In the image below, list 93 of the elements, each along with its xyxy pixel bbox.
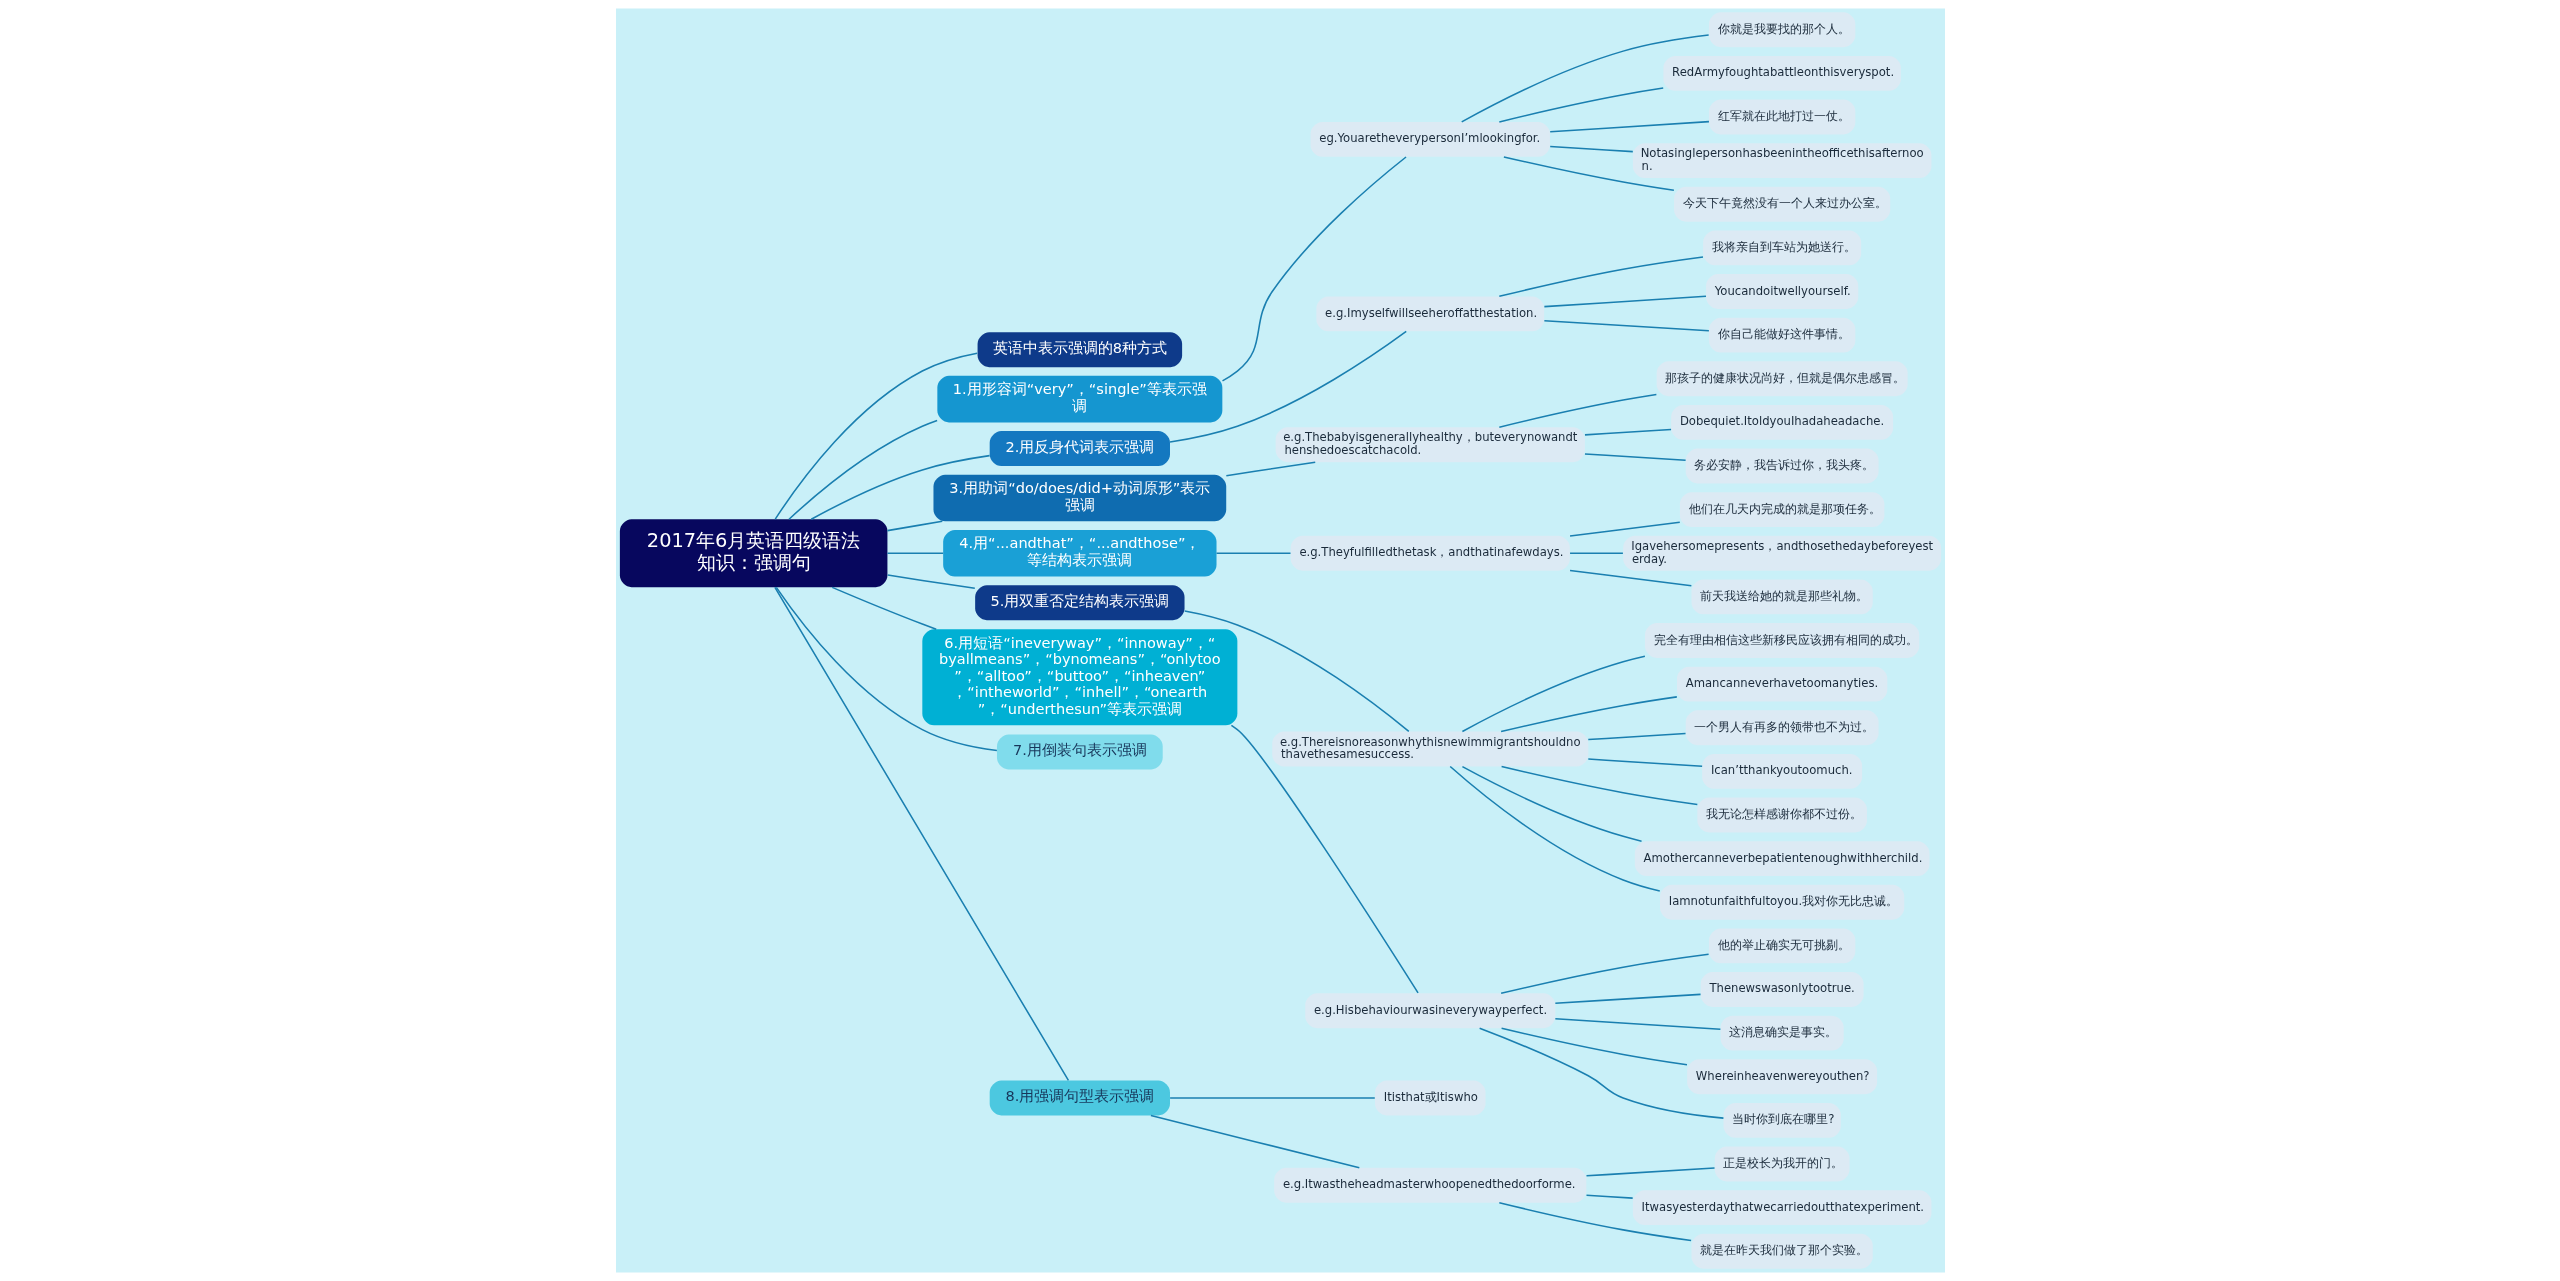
node-box: 他的举止确实无可挑剔。 — [1708, 928, 1855, 964]
connector — [773, 586, 1069, 1082]
connector — [1568, 552, 1624, 555]
node-box: Dobequiet.ItoldyouIhadaheadache. — [1670, 404, 1893, 440]
connector — [1543, 295, 1707, 308]
node-box: Whereinheavenwereyouthen? — [1686, 1059, 1877, 1095]
node-box: e.g.Hisbehaviourwasineverywayperfect. — [1304, 993, 1555, 1029]
node-box: 2017年6月英语四级语法知识：强调句 — [619, 519, 887, 588]
connector — [1568, 569, 1692, 587]
connector — [1583, 453, 1686, 461]
connector — [830, 586, 937, 630]
connector — [1543, 319, 1710, 332]
node-box: Itisthat或Itiswho — [1374, 1080, 1485, 1116]
node-box: eg.YouaretheverypersonI’mlookingfor. — [1310, 121, 1550, 157]
connector — [1554, 993, 1701, 1004]
connector — [1500, 1027, 1688, 1066]
node-box: 正是校长为我开的门。 — [1714, 1146, 1849, 1182]
connector — [1499, 696, 1678, 733]
connector — [1168, 330, 1407, 443]
node-box: 他们在几天内完成的就是那项任务。 — [1679, 492, 1884, 528]
connector — [1168, 1097, 1376, 1099]
node-box: Igavehersomepresents，andthosethedaybeforeyesterday. — [1622, 535, 1941, 571]
connector — [1460, 34, 1709, 123]
connector — [1499, 953, 1709, 995]
connector — [1149, 1114, 1360, 1169]
connector — [1500, 765, 1698, 806]
node-box: 前天我送给她的就是那些礼物。 — [1691, 579, 1873, 615]
node-box: 3.用助词“do/does/did+动词原形”表示强调 — [932, 474, 1226, 522]
connector — [1478, 1027, 1724, 1119]
node-box: e.g.Thereisnoreasonwhythisnewimmigrantshouldnothavethesamesuccess. — [1271, 731, 1588, 767]
node-box: 这消息确实是事实。 — [1720, 1015, 1844, 1051]
connector — [1498, 87, 1664, 123]
connector — [1585, 1167, 1715, 1177]
connector — [1548, 145, 1634, 153]
node-box: Notasinglepersonhasbeenintheofficethisafternoon. — [1632, 143, 1931, 179]
node-box: 4.用“...andthat”，“...andthose”，等结构表示强调 — [942, 530, 1216, 577]
node-box: 7.用倒装句表示强调 — [996, 734, 1163, 770]
node-box: 你自己能做好这件事情。 — [1708, 317, 1855, 353]
node-box: Youcandoitwellyourself. — [1705, 274, 1858, 309]
connector — [1221, 156, 1407, 382]
node-box: 你就是我要找的那个人。 — [1708, 12, 1855, 48]
connector — [1230, 724, 1419, 994]
connector — [1448, 765, 1661, 892]
node-box: Itwasyesterdaythatwecarriedoutthatexperiment. — [1632, 1190, 1931, 1226]
connector — [886, 574, 976, 589]
node-box: RedArmyfoughtabattleonthisveryspot. — [1662, 55, 1901, 91]
node-box: Amancanneverhavetoomanyties. — [1676, 666, 1887, 702]
connector — [1225, 461, 1316, 477]
node-box: 今天下午竟然没有一个人来过办公室。 — [1673, 186, 1890, 222]
node-box: 我将亲自到车站为她送行。 — [1702, 230, 1861, 266]
connector — [1498, 393, 1657, 428]
connector — [886, 520, 943, 532]
node-box: e.g.Theyfulfilledthetask，andthatinafewdays. — [1290, 535, 1570, 571]
node-box: 8.用强调句型表示强调 — [989, 1080, 1170, 1116]
node-box: 务必安静，我告诉过你，我头疼。 — [1685, 448, 1879, 484]
connector — [1585, 1194, 1633, 1199]
node-box: e.g.Imyselfwillseeheroffatthestation. — [1315, 296, 1544, 332]
connector — [1583, 428, 1672, 436]
connector — [810, 454, 990, 521]
node-box: 一个男人有再多的领带也不为过。 — [1685, 710, 1879, 746]
connector — [774, 352, 978, 520]
connector — [1183, 610, 1410, 733]
connector — [886, 552, 944, 555]
connector — [1568, 521, 1681, 537]
node-box: Iamnotunfaithfultoyou.我对你无比忠诚。 — [1659, 884, 1904, 920]
connector — [1502, 156, 1675, 192]
connector — [1498, 256, 1704, 298]
connector — [1548, 120, 1710, 133]
connector — [1461, 765, 1642, 842]
node-box: 当时你到底在哪里? — [1723, 1102, 1841, 1138]
node-box: 5.用双重否定结构表示强调 — [974, 585, 1185, 621]
connector — [1587, 758, 1703, 768]
node-box: e.g.Thebabyisgenerallyhealthy，buteverynowandthenshedoescatchacold. — [1275, 427, 1585, 463]
connector — [1554, 1017, 1721, 1030]
node-box: 2.用反身代词表示强调 — [989, 431, 1170, 466]
connector — [1587, 732, 1686, 741]
node-box: e.g.Itwastheheadmasterwhoopenedthedoorforme. — [1273, 1167, 1586, 1203]
connector — [1215, 552, 1291, 555]
connector — [1461, 655, 1646, 733]
node-box: Thenewswasonlytootrue. — [1700, 972, 1864, 1007]
node-box: 那孩子的健康状况尚好，但就是偶尔患感冒。 — [1656, 361, 1908, 397]
node-box: 完全有理由相信这些新移民应该拥有相同的成功。 — [1644, 623, 1919, 658]
node-box: 就是在昨天我们做了那个实验。 — [1691, 1233, 1873, 1269]
connector — [787, 419, 938, 520]
node-box: 1.用形容词“very”，“single”等表示强调 — [936, 375, 1222, 423]
node-box: 6.用短语“ineveryway”，“innoway”，“byallmeans”，“bynomeans”，“onlytoo”，“alltoo”，“buttoo”，“inheaven”，“intheworld”，“inhell”，“onearth”，“underthesun”等表示强调 — [921, 629, 1237, 726]
connector — [1498, 1201, 1692, 1242]
node-box: 我无论怎样感谢你都不过份。 — [1696, 797, 1867, 833]
node-box: Ican’tthankyoutoomuch. — [1701, 753, 1862, 789]
connector — [775, 586, 998, 752]
node-box: 英语中表示强调的8种方式 — [977, 332, 1182, 368]
node-box: Amothercanneverbepatientenoughwithherchild. — [1634, 841, 1929, 877]
node-box: 红军就在此地打过一仗。 — [1708, 99, 1855, 135]
